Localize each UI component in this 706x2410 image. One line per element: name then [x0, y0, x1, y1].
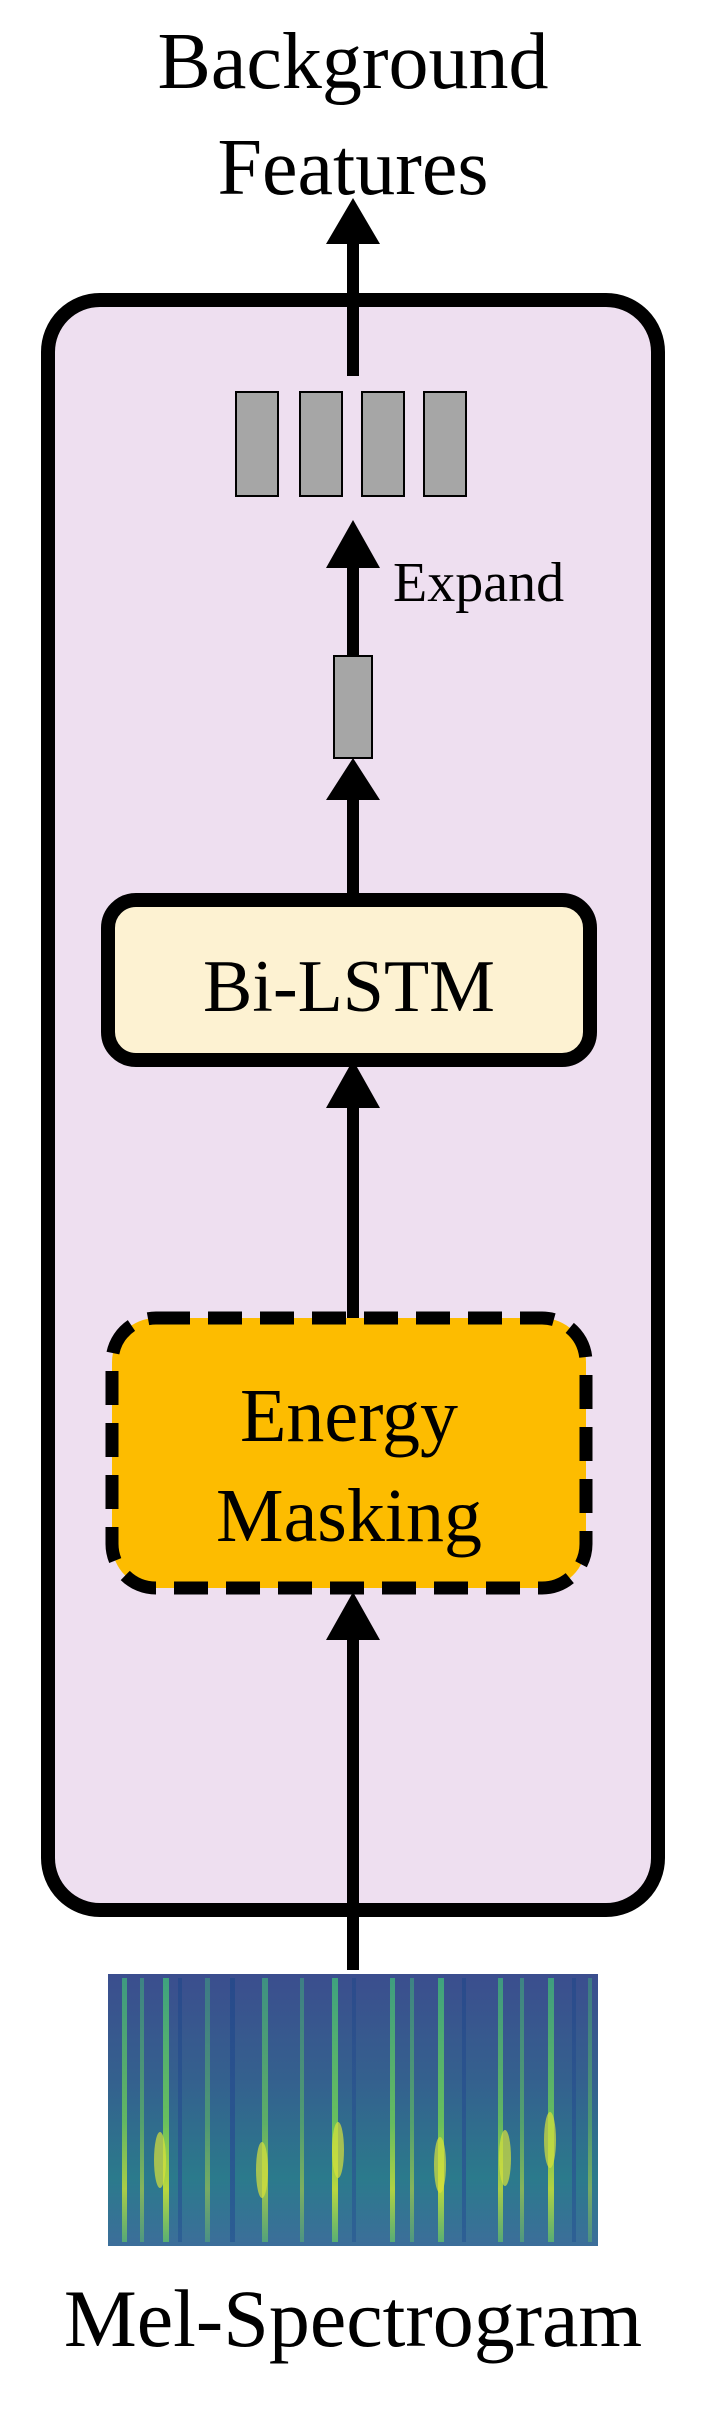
spectrogram-streak [140, 1978, 144, 2242]
arrowhead-energy-to-bilstm [326, 1060, 380, 1108]
spectrogram-energy-blob [434, 2137, 446, 2193]
feature-block [361, 391, 405, 497]
spectrogram-energy-blob [256, 2142, 268, 2198]
spectrogram-streak [300, 1978, 304, 2242]
spectrogram-streaks [122, 1978, 592, 2242]
single-feature-block [333, 655, 373, 759]
feature-block [299, 391, 343, 497]
output-label-line2: Features [217, 124, 489, 212]
energy-masking-label-line2: Masking [216, 1474, 482, 1558]
spectrogram-streak [262, 1978, 268, 2242]
spectrogram-energy-blob [154, 2132, 166, 2188]
expand-label: Expand [393, 552, 565, 614]
spectrogram-streak [163, 1978, 169, 2242]
spectrogram-streak [572, 1978, 576, 2242]
spectrogram-streak [548, 1978, 554, 2242]
output-label-line1: Background [157, 18, 549, 106]
spectrogram-streak [410, 1978, 414, 2242]
bilstm-label: Bi-LSTM [203, 946, 495, 1028]
spectrogram-streak [352, 1978, 356, 2242]
spectrogram-streak [205, 1978, 210, 2242]
feature-block [423, 391, 467, 497]
spectrogram-energy-blob [544, 2112, 556, 2168]
arrowhead-to-output [326, 198, 380, 244]
spectrogram-streak [122, 1978, 127, 2242]
arrowhead-expand [326, 520, 380, 568]
mel-spectrogram-image [108, 1974, 598, 2246]
spectrogram-streak [462, 1978, 466, 2242]
energy-masking-box [105, 1311, 593, 1595]
spectrogram-streak [520, 1978, 524, 2242]
feature-vector-blocks [235, 391, 467, 497]
spectrogram-energy-blob [499, 2130, 511, 2186]
spectrogram-streak [230, 1978, 235, 2242]
arrowhead-input-to-energy [326, 1592, 380, 1640]
spectrogram-streak [390, 1978, 395, 2242]
spectrogram-streak [178, 1978, 182, 2242]
spectrogram-streak [438, 1978, 444, 2242]
spectrogram-streak [332, 1978, 338, 2242]
energy-masking-label-line1: Energy [239, 1374, 459, 1458]
spectrogram-streak [498, 1978, 503, 2242]
spectrogram-streak [588, 1978, 592, 2242]
input-label: Mel-Spectrogram [63, 2273, 643, 2364]
arrowhead-bilstm-to-feature [326, 758, 380, 800]
feature-block [235, 391, 279, 497]
spectrogram-energy-blob [332, 2122, 344, 2178]
